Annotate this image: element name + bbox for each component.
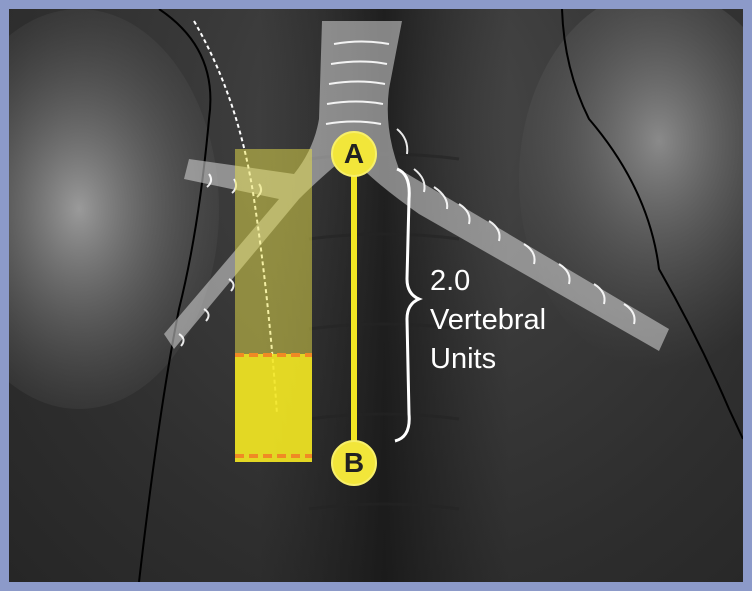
lower-segment-region xyxy=(235,354,312,462)
measurement-value: 2.0 xyxy=(430,262,470,301)
marker-a: A xyxy=(331,131,377,177)
measurement-unit-line2: Units xyxy=(430,340,496,379)
xray-overlay xyxy=(9,9,743,582)
upper-segment-region xyxy=(235,149,312,354)
measurement-unit-line1: Vertebral xyxy=(430,301,546,340)
left-lung-field xyxy=(9,9,219,409)
marker-b: B xyxy=(331,440,377,486)
